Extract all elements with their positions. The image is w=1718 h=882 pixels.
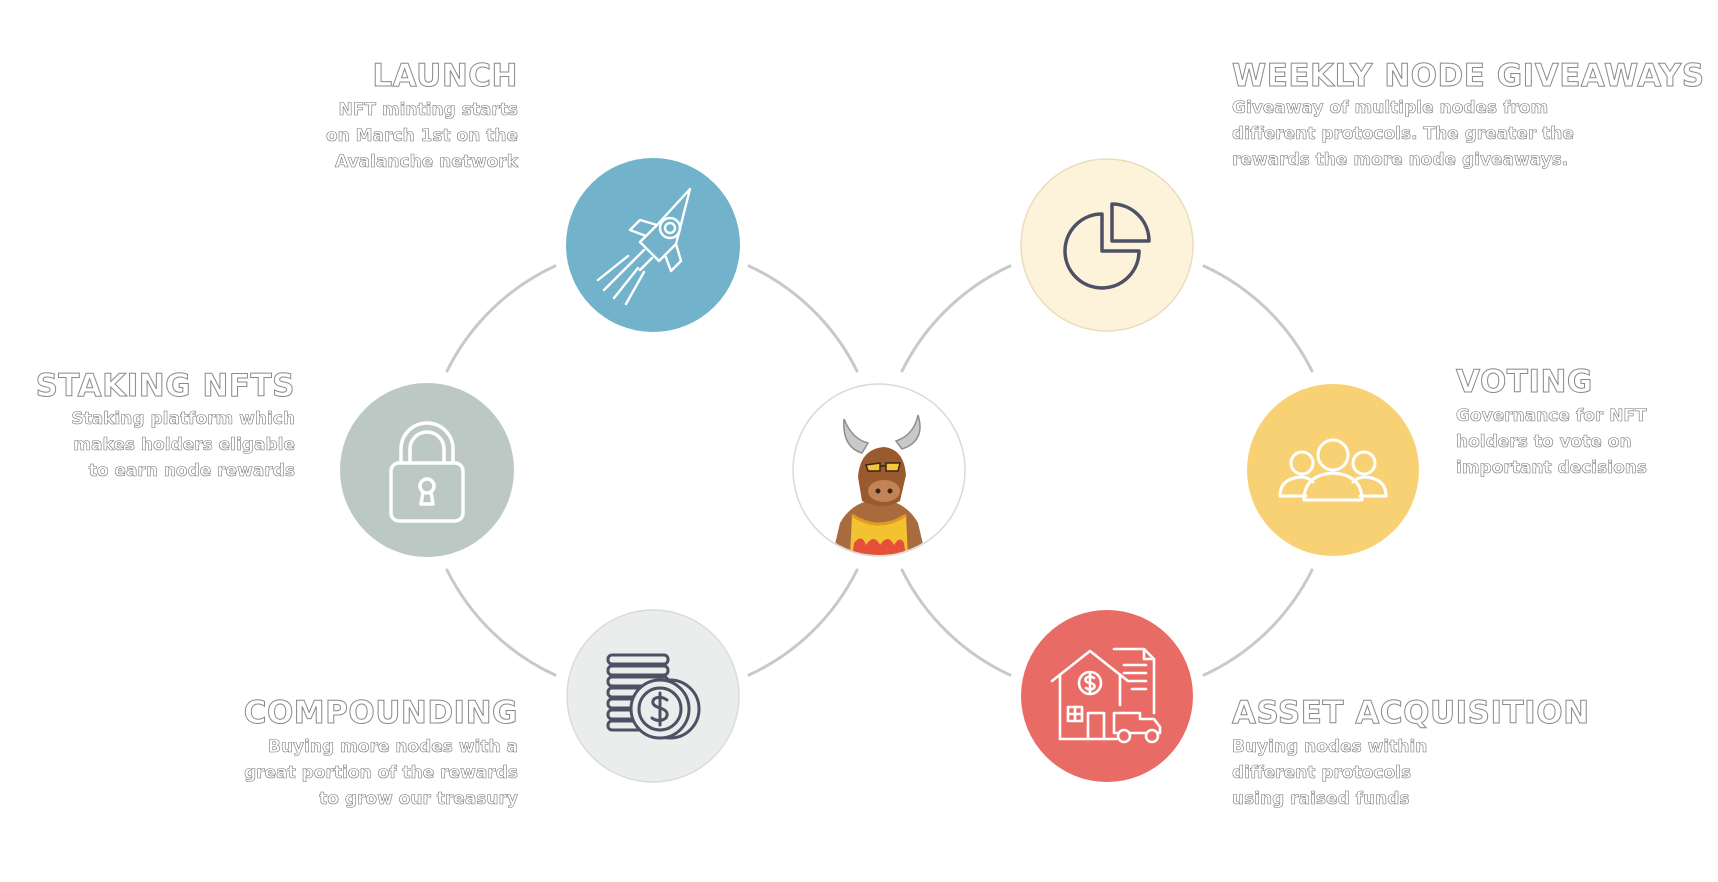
acquisition-line-2: different protocols: [1232, 763, 1412, 784]
staking-line-2: makes holders eligable: [73, 435, 295, 456]
voting-description: Governance for NFT holders to vote on im…: [1456, 403, 1648, 481]
voting-line-1: Governance for NFT: [1456, 406, 1647, 427]
voting-circle: [1246, 383, 1420, 557]
staking-description: Staking platform which makes holders eli…: [71, 406, 295, 484]
users-group-icon: [1247, 384, 1419, 556]
launch-line-2: on March 1st on the: [325, 126, 519, 147]
acquisition-title: ASSET ACQUISITION: [1232, 695, 1590, 732]
arc-giveaways-voting: [1202, 264, 1314, 373]
arc-center-acquisition: [900, 568, 1012, 677]
acquisition-line-1: Buying nodes within: [1232, 737, 1428, 758]
giveaways-circle: [1020, 158, 1194, 332]
acquisition-circle: [1020, 609, 1194, 783]
voting-title: VOTING: [1456, 364, 1593, 401]
giveaways-description: Giveaway of multiple nodes from differen…: [1232, 95, 1575, 173]
staking-circle: [340, 383, 514, 557]
compounding-title: COMPOUNDING: [243, 695, 518, 732]
acquisition-line-3: using raised funds: [1232, 789, 1410, 810]
staking-line-1: Staking platform which: [71, 409, 295, 430]
giveaways-line-2: different protocols. The greater the: [1232, 124, 1575, 145]
house-dollar-truck-icon: [1021, 610, 1193, 782]
arc-launch-center: [747, 264, 859, 373]
launch-description: NFT minting starts on March 1st on the A…: [325, 97, 519, 175]
rocket-icon: [566, 158, 740, 332]
padlock-icon: [340, 383, 514, 557]
compounding-line-1: Buying more nodes with a: [267, 737, 519, 758]
giveaways-title: WEEKLY NODE GIVEAWAYS: [1232, 58, 1705, 95]
pie-chart-icon: [1020, 158, 1194, 332]
launch-title: LAUNCH: [372, 58, 518, 95]
center-mascot-circle: [792, 383, 966, 557]
arc-voting-acquisition: [1202, 568, 1314, 677]
giveaways-line-3: rewards the more node giveaways.: [1232, 150, 1569, 171]
voting-line-3: important decisions: [1456, 458, 1648, 479]
arc-staking-compounding: [445, 568, 557, 677]
launch-line-1: NFT minting starts: [338, 100, 518, 121]
compounding-line-2: great portion of the rewards: [244, 763, 519, 784]
coins-dollar-icon: [566, 609, 740, 783]
arc-launch-staking: [445, 264, 557, 373]
giveaways-line-1: Giveaway of multiple nodes from: [1232, 98, 1549, 119]
acquisition-description: Buying nodes within different protocols …: [1232, 734, 1428, 812]
arc-center-giveaways: [900, 264, 1012, 373]
compounding-circle: [566, 609, 740, 783]
staking-title: STAKING NFTS: [35, 368, 295, 405]
compounding-description: Buying more nodes with a great portion o…: [244, 734, 519, 812]
bull-mascot-icon: [792, 383, 966, 557]
compounding-line-3: to grow our treasury: [319, 789, 518, 810]
arc-center-compounding: [747, 568, 859, 677]
staking-line-3: to earn node rewards: [88, 461, 295, 482]
launch-line-3: Avalanche network: [335, 152, 519, 173]
voting-line-2: holders to vote on: [1456, 432, 1632, 453]
launch-circle: [566, 158, 740, 332]
